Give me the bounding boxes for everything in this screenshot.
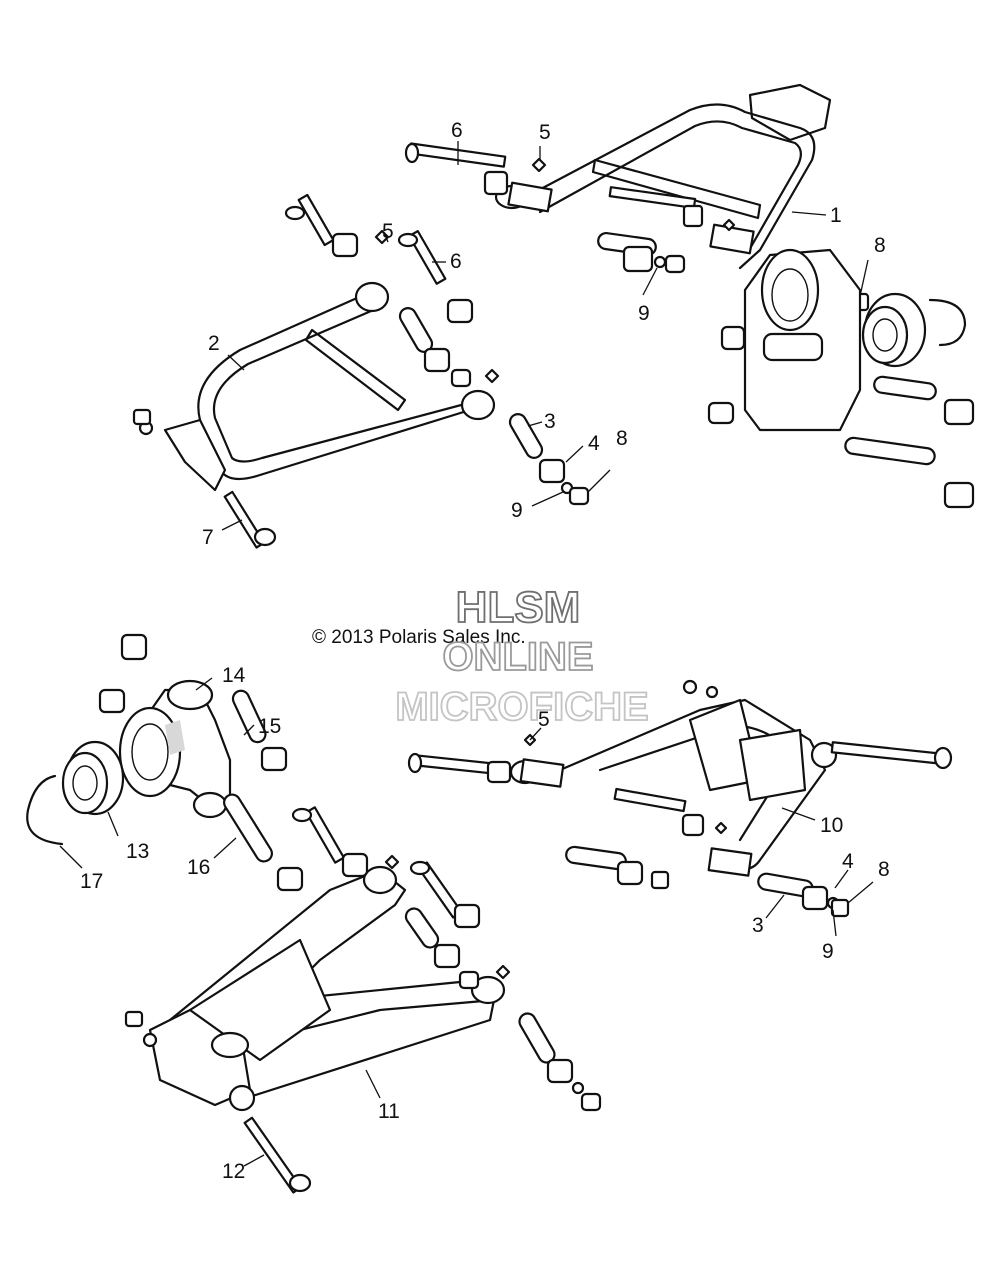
copyright-text: © 2013 Polaris Sales Inc. bbox=[312, 627, 526, 648]
upper-a-arm-left bbox=[163, 281, 496, 492]
callout-mount-bolt-lower: 12 bbox=[222, 1160, 245, 1183]
callout-pivot-bushing-lower-right: 4 bbox=[842, 850, 854, 873]
callout-washer-lower-right: 9 bbox=[822, 940, 834, 963]
callout-carrier-sleeve-upper: 15 bbox=[258, 715, 281, 738]
lower-a-arm-right bbox=[509, 698, 838, 877]
callout-wheel-bearing: 13 bbox=[126, 840, 149, 863]
callout-retaining-ring: 17 bbox=[80, 870, 103, 893]
callout-lower-a-arm-right: 10 bbox=[820, 814, 843, 837]
upper-a-arm-right bbox=[494, 83, 832, 270]
callout-washer-upper-left: 9 bbox=[511, 499, 523, 522]
callout-grease-zerk-upper-left: 5 bbox=[382, 220, 394, 243]
bushing-top bbox=[483, 170, 509, 196]
callout-pivot-bolt-top: 6 bbox=[451, 119, 463, 142]
callout-nut-top-right: 8 bbox=[874, 234, 886, 257]
callout-bearing-carrier: 14 bbox=[222, 664, 246, 687]
callout-upper-a-arm-right: 1 bbox=[830, 204, 842, 227]
bearing-carrier-top bbox=[743, 248, 862, 432]
pivot-bushing-lower-right bbox=[801, 885, 829, 911]
callout-pivot-bushing-upper: 4 bbox=[588, 432, 600, 455]
pivot-bushing-upper bbox=[538, 458, 566, 484]
callout-pivot-sleeve-lower-right: 3 bbox=[752, 914, 764, 937]
callout-carrier-sleeve-lower: 16 bbox=[187, 856, 210, 879]
nut-lower-right bbox=[830, 898, 850, 918]
callout-pivot-sleeve-upper: 3 bbox=[544, 410, 556, 433]
callout-grease-zerk-top: 5 bbox=[539, 121, 551, 144]
pivot-bolt-top bbox=[404, 142, 507, 168]
callout-grease-zerk-lower-right: 5 bbox=[538, 708, 550, 731]
callout-pivot-bolt-upper-left: 6 bbox=[450, 250, 462, 273]
callout-washer-top-right: 9 bbox=[638, 302, 650, 325]
callout-upper-a-arm-left: 2 bbox=[208, 332, 220, 355]
callout-mount-bolt-upper: 7 bbox=[202, 526, 214, 549]
callout-lower-a-arm-left: 11 bbox=[378, 1100, 400, 1123]
retaining-ring bbox=[26, 774, 64, 846]
watermark-line-1: HLSM bbox=[456, 583, 581, 632]
callout-nut-upper-left: 8 bbox=[616, 427, 628, 450]
watermark-line-3: MICROFICHE bbox=[395, 685, 648, 729]
watermark-line-2: ONLINE bbox=[442, 635, 593, 679]
carrier-sleeve-lower bbox=[223, 793, 273, 863]
grease-zerk-top bbox=[531, 157, 547, 173]
carrier-sleeve-upper bbox=[231, 689, 267, 744]
lower-a-arm-left bbox=[148, 865, 506, 1112]
retaining-ring-top bbox=[928, 298, 967, 347]
wheel-bearing-top bbox=[861, 292, 927, 368]
wheel-bearing bbox=[61, 740, 125, 816]
bearing-carrier bbox=[118, 679, 232, 819]
callout-nut-lower-right: 8 bbox=[878, 858, 890, 881]
